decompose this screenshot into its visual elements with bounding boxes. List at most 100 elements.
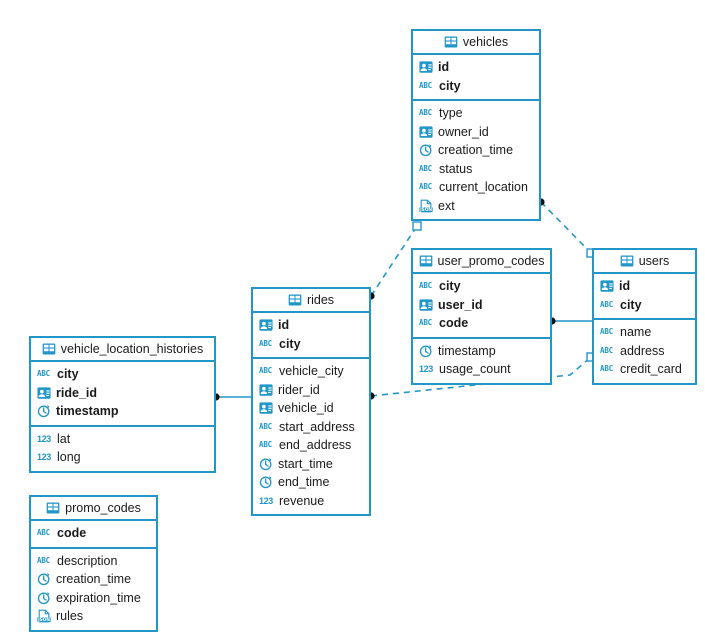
- abc-icon: ABC: [600, 327, 613, 337]
- json-icon: JSON: [37, 609, 51, 623]
- column-row[interactable]: ABC end_address: [253, 436, 369, 455]
- table-header-vehicles[interactable]: vehicles: [413, 31, 539, 55]
- json-icon: JSON: [419, 199, 433, 213]
- table-header-vehicle_location_histories[interactable]: vehicle_location_histories: [31, 338, 214, 362]
- number-icon: 123: [37, 452, 51, 463]
- id-icon: [37, 387, 51, 399]
- open-square-marker: [412, 221, 422, 231]
- column-name: description: [57, 553, 118, 568]
- column-row[interactable]: expiration_time: [31, 589, 156, 608]
- column-name: end_address: [279, 438, 352, 452]
- primary-key-row[interactable]: ride_id: [31, 384, 214, 403]
- table-header-promo_codes[interactable]: promo_codes: [31, 497, 156, 521]
- id-icon: [419, 126, 433, 138]
- abc-icon: ABC: [259, 440, 272, 450]
- column-row[interactable]: rider_id: [253, 381, 369, 400]
- abc-icon: ABC: [419, 108, 432, 118]
- clock-icon: [37, 592, 50, 604]
- column-name: user_id: [438, 297, 483, 312]
- primary-key-row[interactable]: id: [253, 316, 369, 335]
- table-title: users: [638, 253, 670, 268]
- primary-key-row[interactable]: id: [594, 277, 695, 296]
- column-row[interactable]: vehicle_id: [253, 399, 369, 418]
- number-icon: 123: [37, 433, 51, 444]
- clock-icon: [419, 345, 432, 357]
- number-icon: 123: [419, 364, 433, 375]
- abc-icon: ABC: [37, 555, 50, 565]
- abc-icon: ABC: [419, 163, 432, 173]
- abc-icon: ABC: [600, 299, 613, 309]
- id-icon: [419, 61, 433, 73]
- column-row[interactable]: end_time: [253, 473, 369, 492]
- id-icon: [259, 384, 273, 396]
- table-header-rides[interactable]: rides: [253, 289, 369, 313]
- column-row[interactable]: ABC description: [31, 552, 156, 571]
- column-name: code: [57, 526, 87, 540]
- column-name: owner_id: [438, 124, 489, 139]
- abc-icon: ABC: [419, 318, 432, 328]
- abc-icon: ABC: [259, 421, 272, 431]
- table-icon: [444, 36, 458, 48]
- column-row[interactable]: creation_time: [413, 141, 539, 160]
- abc-icon: ABC: [259, 338, 272, 348]
- clock-icon: [37, 573, 50, 586]
- id-icon: [259, 319, 273, 331]
- table-header-users[interactable]: users: [594, 250, 695, 274]
- svg-text:JSON: JSON: [419, 207, 432, 213]
- primary-key-row[interactable]: ABC code: [413, 314, 550, 333]
- column-row[interactable]: creation_time: [31, 570, 156, 589]
- primary-key-row[interactable]: timestamp: [31, 402, 214, 421]
- column-name: id: [278, 318, 290, 332]
- clock-icon: [259, 458, 272, 470]
- relationship-user_promo_codes-to-users[interactable]: [548, 317, 592, 325]
- column-name: name: [620, 325, 652, 339]
- column-name: lat: [57, 431, 71, 446]
- abc-icon: ABC: [37, 369, 50, 379]
- column-name: vehicle_city: [279, 364, 344, 378]
- column-name: id: [438, 60, 450, 74]
- table-header-user_promo_codes[interactable]: user_promo_codes: [413, 250, 550, 274]
- column-row[interactable]: 123 lat: [31, 430, 214, 449]
- relationship-vehicle_location_histories-to-rides[interactable]: [212, 393, 251, 401]
- primary-key-row[interactable]: user_id: [413, 296, 550, 315]
- column-name: rider_id: [278, 382, 320, 397]
- column-row[interactable]: timestamp: [413, 342, 550, 361]
- table-icon: [419, 255, 432, 267]
- column-row[interactable]: start_time: [253, 455, 369, 474]
- column-row[interactable]: owner_id: [413, 123, 539, 142]
- primary-key-row[interactable]: id: [413, 58, 539, 77]
- column-name: code: [439, 316, 469, 330]
- column-name: end_time: [278, 475, 330, 489]
- column-row[interactable]: ABC name: [594, 323, 695, 342]
- table-title: user_promo_codes: [437, 253, 545, 268]
